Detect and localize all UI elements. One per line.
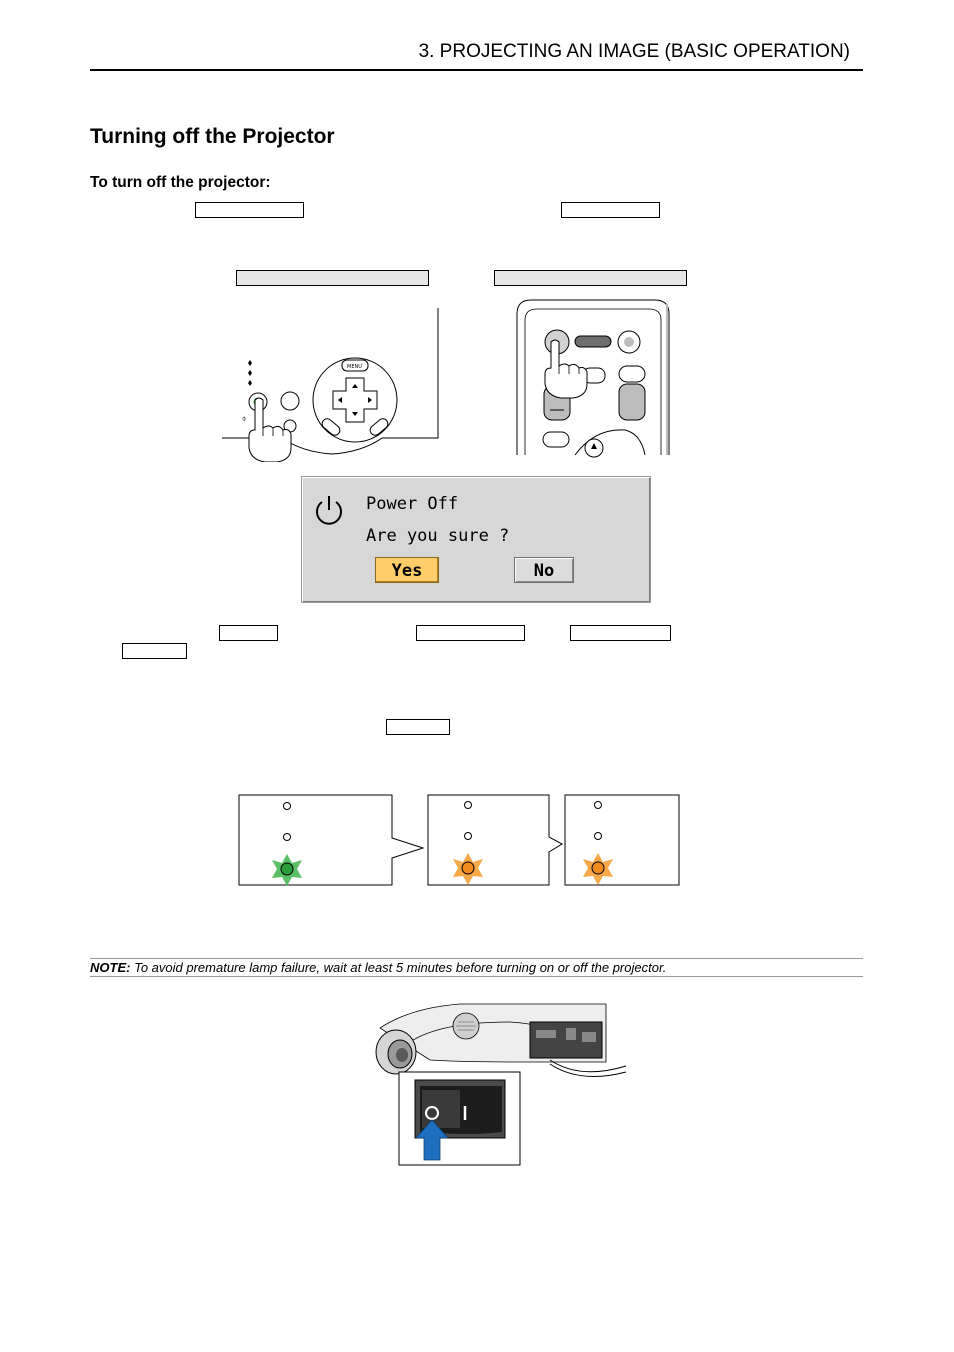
cabinet-panel-illustration: ⌽ MENU	[222, 308, 439, 462]
section-title: Turning off the Projector	[90, 125, 335, 148]
caption-box-cabinet	[236, 270, 429, 286]
note-text: To avoid premature lamp failure, wait at…	[134, 960, 667, 975]
power-led-orange-steady	[583, 853, 613, 885]
chapter-title: 3. PROJECTING AN IMAGE (BASIC OPERATION)	[418, 41, 850, 62]
header-rule	[90, 69, 863, 71]
power-led-orange-flash	[453, 853, 483, 885]
source-button	[280, 391, 300, 411]
section-subheading: To turn off the projector:	[90, 174, 271, 191]
label-box	[561, 202, 660, 218]
label-box	[195, 202, 304, 218]
note-rule-bottom	[90, 976, 863, 977]
power-off-dialog: Power Off Are you sure ? Yes No	[301, 476, 651, 603]
label-box	[219, 625, 278, 641]
indicator-sequence-illustration	[238, 794, 680, 886]
caption-box-remote	[494, 270, 687, 286]
off-symbol	[425, 1106, 439, 1120]
blue-arrow-icon	[415, 1119, 449, 1161]
dialog-message: Are you sure ?	[366, 526, 510, 546]
note: NOTE: To avoid premature lamp failure, w…	[90, 960, 666, 975]
yes-button[interactable]: Yes	[375, 557, 439, 583]
power-icon	[316, 496, 342, 525]
main-power-switch-illustration	[375, 1003, 627, 1166]
label-box	[122, 643, 187, 659]
remote-control-illustration	[516, 299, 670, 458]
label-box	[386, 719, 450, 735]
no-button[interactable]: No	[514, 557, 574, 583]
label-box	[416, 625, 525, 641]
note-label: NOTE:	[90, 960, 131, 975]
svg-text:MENU: MENU	[347, 364, 362, 370]
svg-text:⌽: ⌽	[242, 415, 246, 423]
dialog-title: Power Off	[366, 494, 459, 514]
note-rule-top	[90, 958, 863, 959]
indicator-dots	[248, 360, 252, 386]
label-box	[570, 625, 671, 641]
power-led-green-flash	[272, 854, 302, 886]
